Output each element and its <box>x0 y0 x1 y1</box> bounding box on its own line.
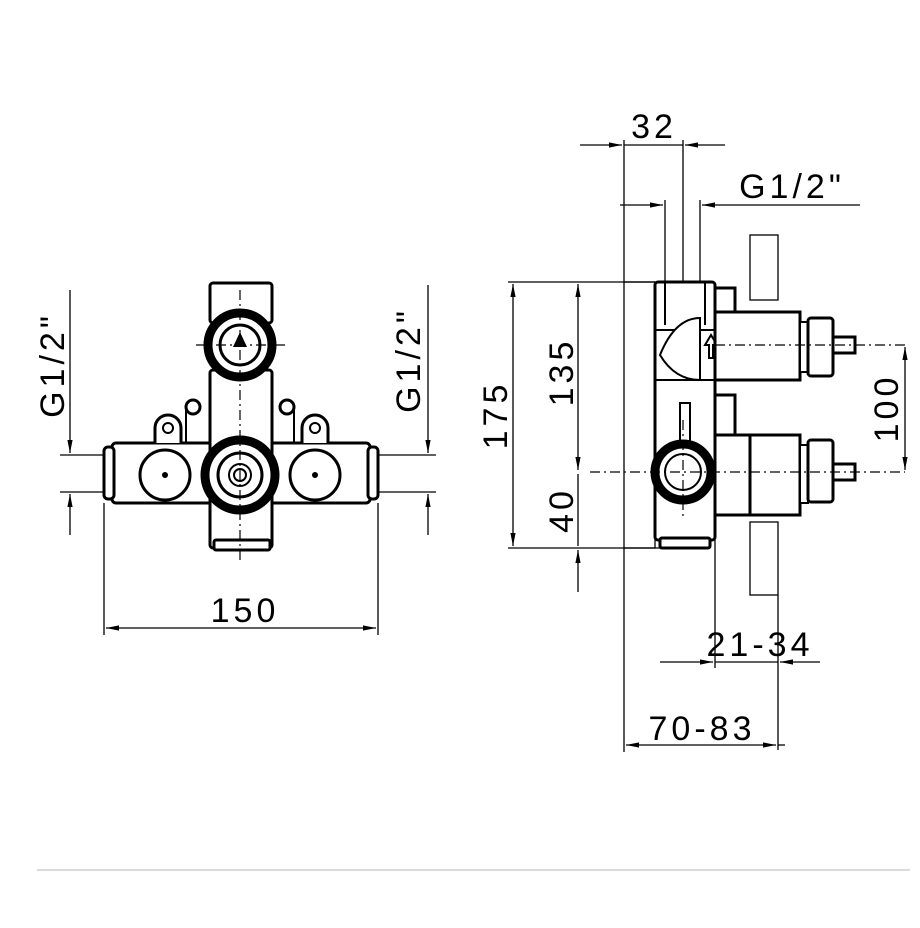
front-view: 150 G1/2" G1/2" <box>34 281 436 635</box>
total-height-label: 175 <box>477 381 515 450</box>
upper-nut <box>806 316 835 378</box>
top-thread-label: G1/2" <box>739 168 845 206</box>
left-thread-label: G1/2" <box>34 312 72 418</box>
finished-wall-top <box>749 234 779 301</box>
outlet-circle <box>650 439 716 505</box>
lower-nut <box>806 438 835 504</box>
side-view: 32 G1/2" 175 135 40 100 21-34 70-83 <box>477 108 908 752</box>
lower-cartridge <box>748 433 802 517</box>
projection-label: 21-34 <box>707 626 814 664</box>
offset-dimension-label: 32 <box>631 108 677 146</box>
lower-height-label: 40 <box>543 487 581 533</box>
depth-label: 70-83 <box>649 710 756 748</box>
upper-height-label: 135 <box>543 338 581 407</box>
finished-wall-bottom <box>749 521 779 596</box>
right-thread-label: G1/2" <box>390 307 428 413</box>
wall-section <box>623 281 656 549</box>
width-dimension-label: 150 <box>211 592 280 630</box>
spindle-spacing-label: 100 <box>868 374 906 443</box>
upper-cartridge <box>713 310 802 382</box>
